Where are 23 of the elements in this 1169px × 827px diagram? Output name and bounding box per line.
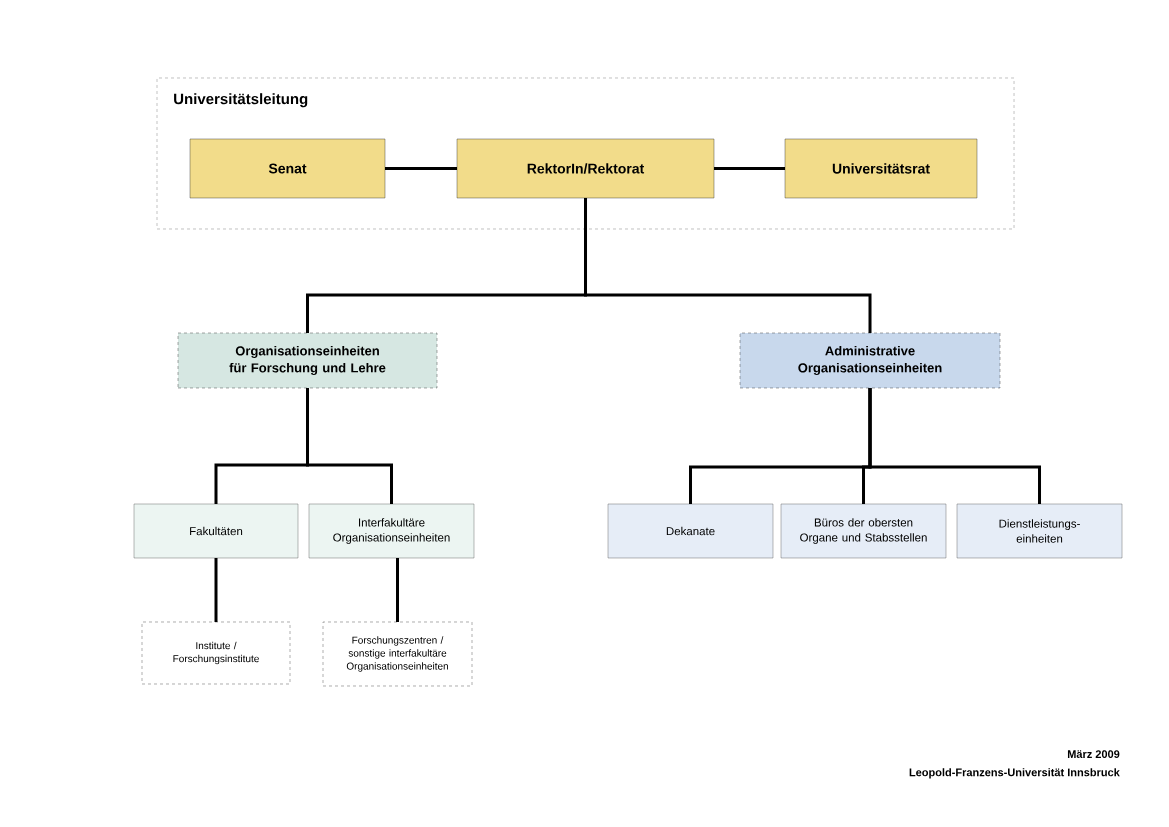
unit-box: Dienstleistungs- einheiten xyxy=(956,503,1123,559)
connector-line xyxy=(396,558,399,622)
body-box: Senat xyxy=(189,138,386,199)
group-heading: Universitätsleitung xyxy=(174,93,308,108)
connector-line xyxy=(714,167,785,170)
unit-box: Dekanate xyxy=(607,503,774,559)
date-note: März 2009 xyxy=(1067,750,1120,758)
connector-line xyxy=(868,388,1041,504)
unit-box: Interfakultäre Organisationseinheiten xyxy=(308,503,475,559)
unit-box: Administrative Organisationseinheiten xyxy=(739,332,1001,389)
unit-box: Fakultäten xyxy=(133,503,299,559)
connector-line xyxy=(385,167,457,170)
body-box: RektorIn/Rektorat xyxy=(456,138,715,199)
connector-line xyxy=(306,388,393,504)
subunit-box: Forschungszentren / sonstige interfakultäre Organisationseinheiten xyxy=(322,621,473,687)
unit-box: Organisationseinheiten für Forschung und Lehre xyxy=(177,332,438,389)
group-frame xyxy=(156,77,1015,230)
institution-note: Leopold-Franzens-Universität Innsbruck xyxy=(909,768,1120,779)
unit-box: Büros der obersten Organe und Stabsstellen xyxy=(780,503,947,559)
connector-line xyxy=(214,558,218,622)
connector-line xyxy=(584,198,872,333)
body-box: Universitätsrat xyxy=(784,138,978,199)
subunit-box: Institute / Forschungsinstitute xyxy=(141,621,291,685)
